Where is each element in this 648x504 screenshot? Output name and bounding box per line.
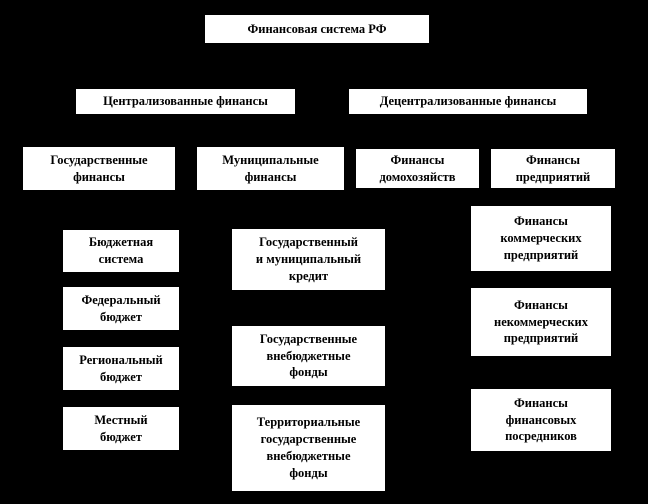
node-financial-intermediaries: Финансы финансовых посредников [470,388,612,452]
node-commercial-enterprises: Финансы коммерческих предприятий [470,205,612,272]
node-federal-budget: Федеральный бюджет [62,286,180,331]
node-household-finance: Финансы домохозяйств [355,148,480,189]
node-territorial-extrabudgetary-funds: Территориальные государственные внебюдже… [231,404,386,492]
node-budget-system: Бюджетная система [62,229,180,273]
node-state-municipal-credit: Государственный и муниципальный кредит [231,228,386,291]
node-state-finance: Государственные финансы [22,146,176,191]
node-root: Финансовая система РФ [204,14,430,44]
node-decentralized-finance: Децентрализованные финансы [348,88,588,115]
node-state-extrabudgetary-funds: Государственные внебюджетные фонды [231,325,386,387]
node-noncommercial-enterprises: Финансы некоммерческих предприятий [470,287,612,357]
node-enterprise-finance: Финансы предприятий [490,148,616,189]
node-regional-budget: Региональный бюджет [62,346,180,391]
node-local-budget: Местный бюджет [62,406,180,451]
node-municipal-finance: Муниципальные финансы [196,146,345,191]
node-centralized-finance: Централизованные финансы [75,88,296,115]
